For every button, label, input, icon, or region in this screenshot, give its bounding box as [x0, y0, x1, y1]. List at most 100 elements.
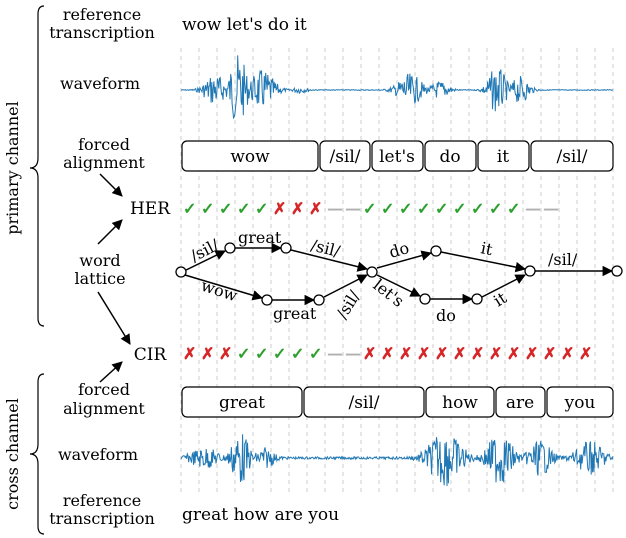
top-waveform — [181, 55, 613, 120]
cross-mark: ✗ — [363, 344, 376, 363]
lattice-node — [280, 242, 292, 254]
alignment-word: do — [439, 147, 460, 167]
alignment-word: /sil/ — [348, 393, 379, 413]
lattice-edge — [376, 274, 421, 297]
alignment-segment — [319, 140, 371, 172]
bottom-waveform — [180, 434, 614, 487]
cross-mark: ✗ — [183, 344, 196, 363]
cross-mark: ✗ — [579, 344, 592, 363]
check-mark: ✓ — [507, 199, 520, 218]
check-mark: ✓ — [219, 199, 232, 218]
cir-marks: ✗✗✗✓✓✓✓✓——✗✗✗✗✗✗✗✗✗✗✗✗✗ — [183, 344, 592, 363]
lattice-node — [611, 265, 623, 277]
alignment-word: are — [506, 393, 534, 413]
check-mark: ✓ — [255, 344, 268, 363]
cross-mark: ✗ — [399, 344, 412, 363]
check-mark: ✓ — [435, 199, 448, 218]
lattice-node — [366, 266, 378, 278]
top-reference-label-2: transcription — [49, 23, 155, 42]
check-mark: ✓ — [363, 199, 376, 218]
top-alignment-label-2: alignment — [63, 153, 145, 172]
lattice-edge-label: it — [490, 288, 510, 311]
check-mark: ✓ — [417, 199, 430, 218]
lattice-edge — [184, 274, 264, 301]
arrow-lattice-to-cir — [97, 291, 131, 345]
lattice-edge-label: great — [238, 228, 282, 247]
bottom-reference-text: great how are you — [182, 505, 339, 525]
alignment-word: /sil/ — [329, 147, 360, 167]
her-label: HER — [130, 199, 171, 219]
check-mark: ✓ — [183, 199, 196, 218]
lattice-node — [524, 265, 536, 277]
lattice-node — [471, 293, 483, 305]
lattice-edge-label: /sil/ — [332, 287, 364, 322]
bottom-reference-label-2: transcription — [49, 509, 155, 528]
cross-mark: ✗ — [381, 344, 394, 363]
alignment-segment — [303, 386, 425, 418]
cross-mark: ✗ — [417, 344, 430, 363]
lattice-edge — [181, 250, 226, 273]
lattice-label-2: lattice — [74, 269, 125, 288]
lattice-node — [419, 293, 431, 305]
cross-channel-brace — [29, 373, 45, 535]
cross-mark: ✗ — [453, 344, 466, 363]
bottom-alignment-bar: great /sil/ how are you — [181, 386, 614, 418]
her-marks: ✓✓✓✓✓✗✗✗——✓✓✓✓✓✓✓✓✓—— — [183, 199, 559, 218]
lattice-node — [261, 294, 273, 306]
cross-mark: ✗ — [507, 344, 520, 363]
lattice-edge — [481, 274, 526, 298]
skip-mark: — — [525, 199, 541, 218]
alignment-word: let's — [379, 147, 415, 167]
bottom-alignment-label-2: alignment — [63, 399, 145, 418]
alignment-segment — [181, 386, 303, 418]
skip-mark: — — [345, 199, 361, 218]
top-alignment-label: forced — [78, 135, 130, 154]
alignment-segment — [546, 386, 614, 418]
cross-mark: ✗ — [435, 344, 448, 363]
primary-channel-brace — [29, 5, 45, 327]
skip-mark: — — [543, 199, 559, 218]
check-mark: ✓ — [489, 199, 502, 218]
arrow-fa-to-cir — [99, 361, 123, 383]
alignment-word: you — [564, 393, 596, 413]
cross-mark: ✗ — [471, 344, 484, 363]
cross-mark: ✗ — [219, 344, 232, 363]
lattice-edge — [290, 249, 369, 272]
lattice-edge-label: do — [387, 238, 411, 262]
alignment-segment — [425, 386, 495, 418]
top-reference-label: reference — [63, 5, 141, 24]
arrow-lattice-to-her — [97, 219, 123, 245]
cir-label: CIR — [134, 345, 168, 365]
skip-mark: — — [327, 344, 343, 363]
lattice-edge — [323, 274, 368, 298]
lattice-edge — [376, 250, 433, 269]
alignment-segment — [495, 386, 546, 418]
check-mark: ✓ — [291, 344, 304, 363]
lattice-node — [313, 294, 325, 306]
alignment-segment — [181, 140, 319, 172]
lattice-edge-label: wow — [199, 276, 240, 306]
check-mark: ✓ — [237, 344, 250, 363]
alignment-word: /sil/ — [556, 147, 587, 167]
lattice-edge — [440, 251, 527, 273]
lattice-node — [224, 242, 236, 254]
check-mark: ✓ — [273, 344, 286, 363]
check-mark: ✓ — [237, 199, 250, 218]
check-mark: ✓ — [381, 199, 394, 218]
check-mark: ✓ — [201, 199, 214, 218]
cross-mark: ✗ — [273, 199, 286, 218]
alignment-segment — [477, 140, 530, 172]
alignment-word: great — [219, 393, 265, 413]
primary-channel-label: primary channel — [3, 101, 22, 235]
lattice-edge-label: /sil/ — [548, 250, 578, 269]
lattice-edge-label: great — [273, 304, 317, 323]
cross-mark: ✗ — [291, 199, 304, 218]
alignment-segment — [530, 140, 614, 172]
bottom-reference-label: reference — [63, 491, 141, 510]
skip-mark: — — [345, 344, 361, 363]
lattice-node — [175, 266, 187, 278]
check-mark: ✓ — [453, 199, 466, 218]
lattice-node — [430, 245, 442, 257]
check-mark: ✓ — [471, 199, 484, 218]
bottom-waveform-label: waveform — [58, 445, 138, 464]
